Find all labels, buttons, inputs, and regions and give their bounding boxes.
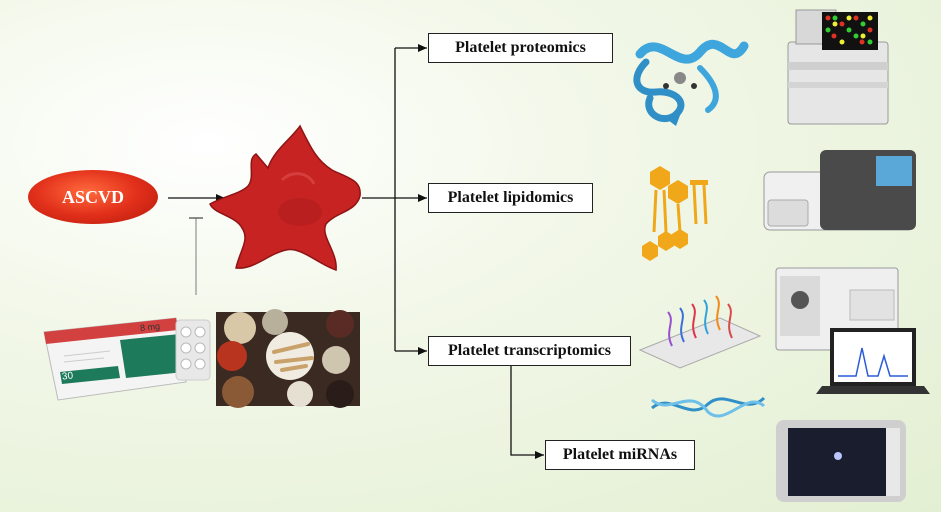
proteomics-box: Platelet proteomics <box>428 33 613 63</box>
arrow-to-mirnas <box>510 366 544 459</box>
mirnas-box: Platelet miRNAs <box>545 440 695 470</box>
proteomics-label: Platelet proteomics <box>455 39 586 56</box>
ascvd-label: ASCVD <box>61 186 124 207</box>
transcriptomics-label: Platelet transcriptomics <box>447 342 612 359</box>
ascvd-ellipse: ASCVD <box>28 170 158 224</box>
lipidomics-label: Platelet lipidomics <box>447 189 574 206</box>
transcriptomics-box: Platelet transcriptomics <box>428 336 631 366</box>
drug-count-label: 30 <box>61 370 74 383</box>
lipidomics-box: Platelet lipidomics <box>428 183 593 213</box>
drug-dose-label: 8 mg <box>139 320 161 334</box>
mirnas-label: Platelet miRNAs <box>562 446 678 463</box>
